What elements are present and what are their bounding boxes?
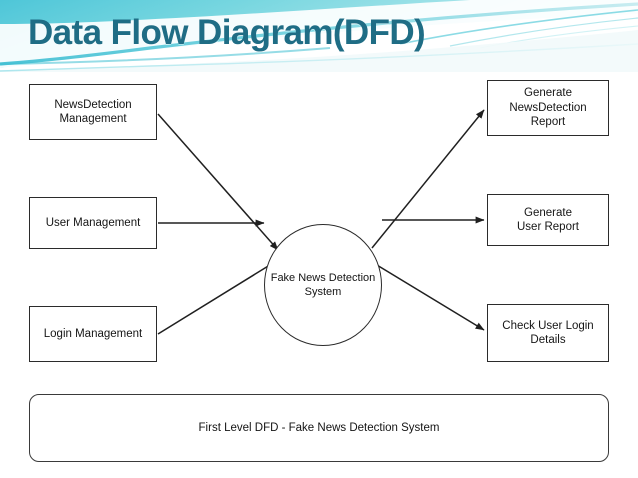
page-title: Data Flow Diagram(DFD) bbox=[28, 13, 426, 52]
dfd-diagram: NewsDetection Management User Management… bbox=[0, 72, 638, 478]
node-label: Check User Login Details bbox=[502, 319, 594, 347]
node-label: NewsDetection Management bbox=[54, 98, 132, 126]
node-label: Generate NewsDetection Report bbox=[509, 87, 587, 129]
node-label: Login Management bbox=[43, 327, 143, 340]
node-check-user-login-details[interactable]: Check User Login Details bbox=[487, 304, 609, 362]
node-label: User Management bbox=[45, 216, 141, 229]
edge-login-to-process bbox=[157, 259, 279, 335]
dfd-edges-layer bbox=[157, 109, 485, 335]
node-generate-user-report[interactable]: Generate User Report bbox=[487, 194, 609, 246]
node-label: Fake News Detection System bbox=[270, 272, 376, 298]
node-generate-newsdetection-report[interactable]: Generate NewsDetection Report bbox=[487, 80, 609, 136]
diagram-caption-box: First Level DFD - Fake News Detection Sy… bbox=[29, 394, 609, 462]
slide-header: Data Flow Diagram(DFD) bbox=[0, 0, 638, 72]
node-newsdetection-management[interactable]: NewsDetection Management bbox=[29, 84, 157, 140]
node-login-management[interactable]: Login Management bbox=[29, 306, 157, 362]
diagram-caption-text: First Level DFD - Fake News Detection Sy… bbox=[198, 422, 440, 434]
node-user-management[interactable]: User Management bbox=[29, 197, 157, 249]
edge-newsdetection-to-process bbox=[157, 113, 279, 251]
header-decoration-swirl bbox=[0, 0, 638, 72]
node-label: Generate User Report bbox=[517, 206, 579, 234]
edge-process-to-newsdetection-report bbox=[371, 109, 485, 249]
node-process-fake-news-detection-system[interactable]: Fake News Detection System bbox=[264, 224, 382, 346]
edge-process-to-check-login bbox=[371, 261, 485, 331]
